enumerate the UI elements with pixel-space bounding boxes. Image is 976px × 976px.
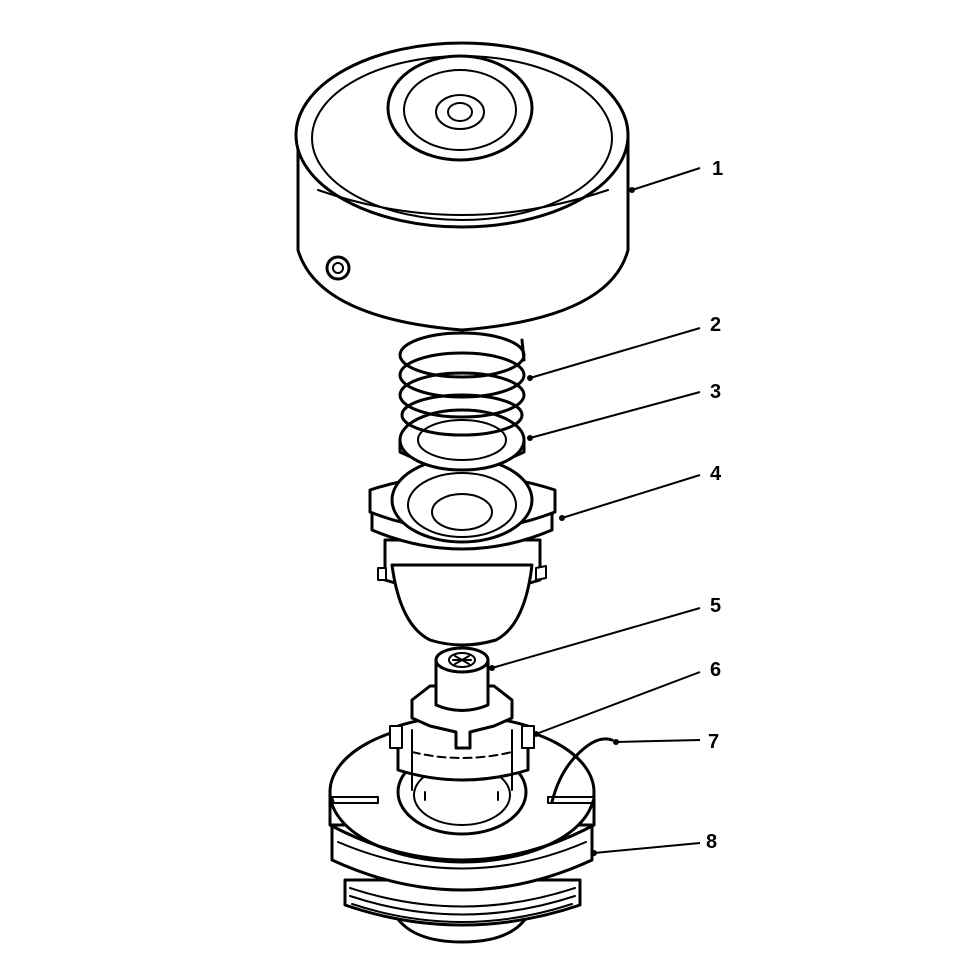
callout-4: 4 (710, 463, 722, 485)
leader-6 (533, 671, 701, 737)
leader-3 (527, 391, 701, 441)
callout-7: 7 (708, 731, 719, 753)
leader-1 (629, 167, 701, 193)
leader-5 (489, 607, 701, 671)
part-3-washer (398, 408, 526, 472)
part-7-line (550, 737, 614, 804)
leader-2 (527, 327, 701, 381)
callout-8: 8 (706, 831, 717, 853)
leader-4 (559, 474, 701, 521)
leader-lines (489, 167, 701, 856)
callout-1: 1 (712, 158, 723, 180)
part-2-spring (398, 331, 526, 437)
part-5-hub (410, 646, 514, 750)
callout-6: 6 (710, 659, 721, 681)
callout-5: 5 (710, 595, 721, 617)
leader-8 (591, 842, 701, 856)
leader-7 (613, 739, 701, 745)
callout-2: 2 (710, 314, 721, 336)
callout-3: 3 (710, 381, 721, 403)
part-1-cover (294, 41, 630, 332)
callout-labels: 1 2 3 4 5 6 7 8 (706, 158, 723, 853)
part-4-housing (368, 456, 557, 647)
